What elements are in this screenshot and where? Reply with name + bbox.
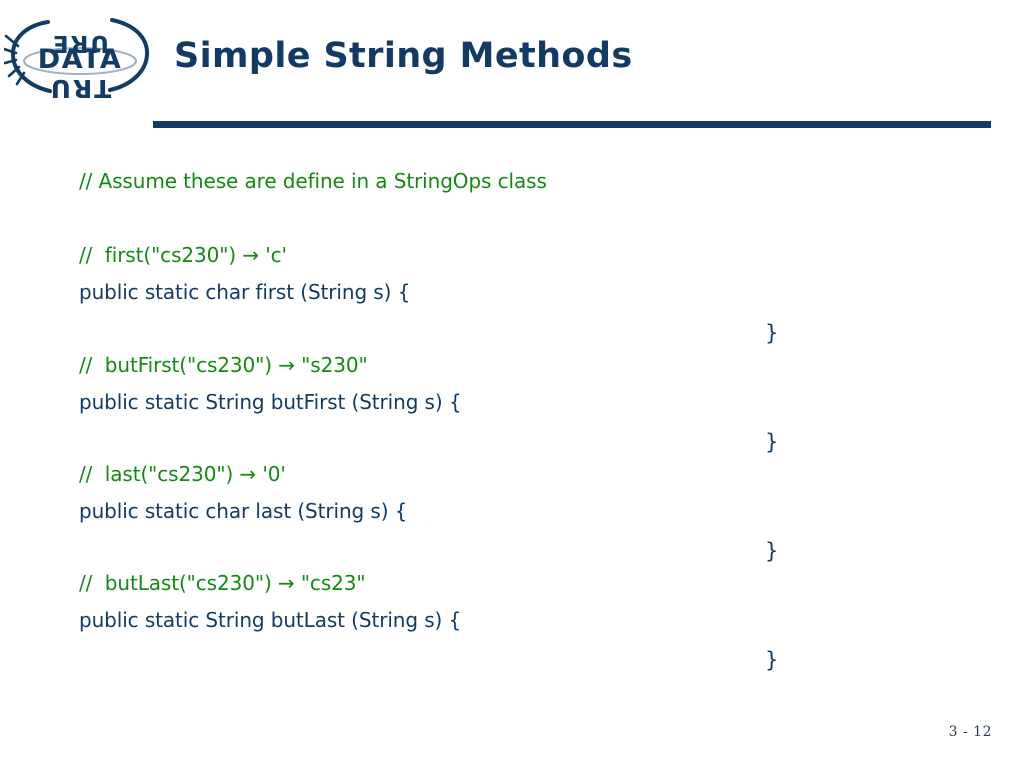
logo-center-text: DATA <box>38 44 122 75</box>
code-comment-line: // Assume these are define in a StringOp… <box>79 169 547 193</box>
logo-top-arc-text: URE <box>51 30 109 56</box>
code-declaration-line: public static String butLast (String s) … <box>79 608 462 632</box>
code-comment-line: // last("cs230") → '0' <box>79 462 286 486</box>
true-data-logo-graphic: URE DATA TRU <box>4 18 150 103</box>
code-comment-line: // first("cs230") → 'c' <box>79 243 287 267</box>
logo-bottom-arc-text: TRU <box>49 74 112 103</box>
code-closing-brace: } <box>765 539 779 563</box>
code-closing-brace: } <box>765 430 779 454</box>
code-declaration-line: public static String butFirst (String s)… <box>79 390 462 414</box>
code-declaration-line: public static char last (String s) { <box>79 499 408 523</box>
code-closing-brace: } <box>765 321 779 345</box>
page-title: Simple String Methods <box>174 36 633 76</box>
svg-text:URE: URE <box>51 30 109 56</box>
code-comment-line: // butFirst("cs230") → "s230" <box>79 353 368 377</box>
true-data-logo: URE DATA TRU <box>4 6 156 104</box>
code-body: // Assume these are define in a StringOp… <box>79 160 979 700</box>
page-number: 3 - 12 <box>948 724 992 740</box>
code-declaration-line: public static char first (String s) { <box>79 280 411 304</box>
svg-text:TRU: TRU <box>49 74 112 103</box>
code-closing-brace: } <box>765 648 779 672</box>
title-divider-rule <box>153 121 991 128</box>
code-comment-line: // butLast("cs230") → "cs23" <box>79 571 366 595</box>
